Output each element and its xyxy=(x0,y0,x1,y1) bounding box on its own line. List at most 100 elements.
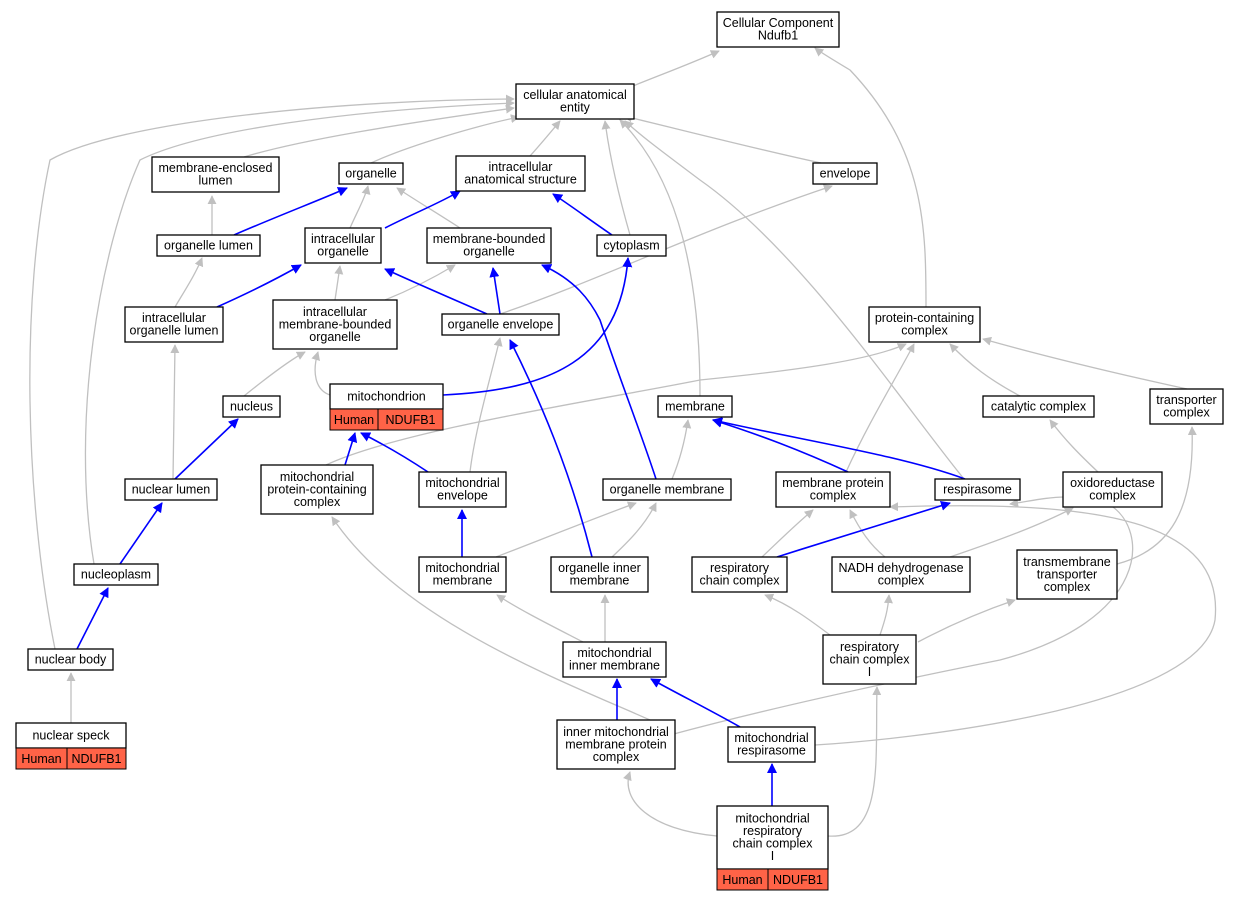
term-node-organelle[interactable]: organelle xyxy=(338,162,404,185)
is-a-edge-43 xyxy=(623,771,718,837)
term-label-line: membrane-bounded xyxy=(433,232,546,246)
term-node-envelope[interactable]: envelope xyxy=(812,162,878,185)
is-a-edge-27 xyxy=(1049,419,1099,473)
is-a-edge-31 xyxy=(849,509,886,558)
term-label-line: organelle xyxy=(345,166,396,180)
term-label-line: complex xyxy=(593,750,640,764)
term-node-respirasome[interactable]: respirasome xyxy=(934,478,1021,501)
term-box xyxy=(602,478,732,501)
term-label-line: intracellular xyxy=(489,160,553,174)
term-box xyxy=(657,395,733,418)
term-node-nuclumen[interactable]: nuclear lumen xyxy=(124,478,218,501)
is-a-edge-9 xyxy=(349,185,371,229)
term-label-line: complex xyxy=(1163,406,1210,420)
part-of-edge-48 xyxy=(552,193,613,236)
term-label-line: protein-containing xyxy=(267,482,366,496)
term-node-orgmem[interactable]: organelle membrane xyxy=(602,478,732,501)
term-label-line: complex xyxy=(1044,580,1091,594)
term-box xyxy=(455,155,586,192)
is-a-edge-35 xyxy=(496,594,584,643)
is-a-edge-3 xyxy=(370,114,520,164)
term-node-nucleoplasm[interactable]: nucleoplasm xyxy=(73,563,159,586)
term-box xyxy=(222,395,281,418)
term-label-line: Ndufb1 xyxy=(758,29,798,43)
is-a-edge-2 xyxy=(243,104,515,158)
term-label-line: membrane xyxy=(433,574,493,588)
term-box xyxy=(550,556,649,593)
term-node-orgenv[interactable]: organelle envelope xyxy=(441,313,560,336)
term-label-line: transporter xyxy=(1156,393,1216,407)
term-label-line: nuclear lumen xyxy=(132,482,211,496)
annotation-gene: NDUFB1 xyxy=(385,413,435,427)
annotation-cell xyxy=(377,408,444,431)
term-node-orglumen[interactable]: organelle lumen xyxy=(156,234,261,257)
term-label-line: nuclear speck xyxy=(32,728,110,742)
term-label-line: respirasome xyxy=(737,744,806,758)
term-box xyxy=(775,471,891,508)
term-box xyxy=(831,556,971,593)
term-box xyxy=(562,641,667,678)
term-label-line: chain complex xyxy=(733,837,814,851)
part-of-edge-52 xyxy=(541,264,657,480)
part-of-edge-61 xyxy=(119,502,163,565)
term-node-membrane[interactable]: membrane xyxy=(657,395,733,418)
annotation-species: Human xyxy=(21,752,61,766)
is-a-edge-7 xyxy=(29,94,515,650)
term-box xyxy=(338,162,404,185)
part-of-edge-45 xyxy=(216,264,302,308)
term-label-line: inner membrane xyxy=(569,659,660,673)
term-label-line: anatomical structure xyxy=(464,173,577,187)
term-box xyxy=(124,306,224,343)
part-of-edge-49 xyxy=(384,268,488,315)
term-node-nucbody[interactable]: nuclear body xyxy=(27,648,114,671)
is-a-edge-41 xyxy=(669,496,1134,736)
part-of-edge-51 xyxy=(442,257,633,396)
is-a-edge-22 xyxy=(949,343,1021,397)
term-label-line: respiratory xyxy=(710,561,770,575)
term-node-catalytic[interactable]: catalytic complex xyxy=(982,395,1095,418)
part-of-edge-55 xyxy=(360,432,429,473)
term-box xyxy=(596,234,667,257)
term-node-nucleus[interactable]: nucleus xyxy=(222,395,281,418)
term-label-line: organelle lumen xyxy=(164,238,253,252)
term-label-line: mitochondrion xyxy=(347,389,426,403)
term-box xyxy=(515,83,635,120)
is-a-edge-32 xyxy=(949,507,1074,558)
term-box xyxy=(426,227,552,264)
term-label-line: membrane xyxy=(665,399,725,413)
part-of-edge-47 xyxy=(384,190,461,229)
term-label-line: membrane protein xyxy=(782,476,883,490)
edges-layer xyxy=(29,47,1217,837)
term-node-cytoplasm[interactable]: cytoplasm xyxy=(596,234,667,257)
part-of-edge-54 xyxy=(344,432,358,466)
term-box xyxy=(982,395,1095,418)
term-label-line: mitochondrial xyxy=(735,812,809,826)
